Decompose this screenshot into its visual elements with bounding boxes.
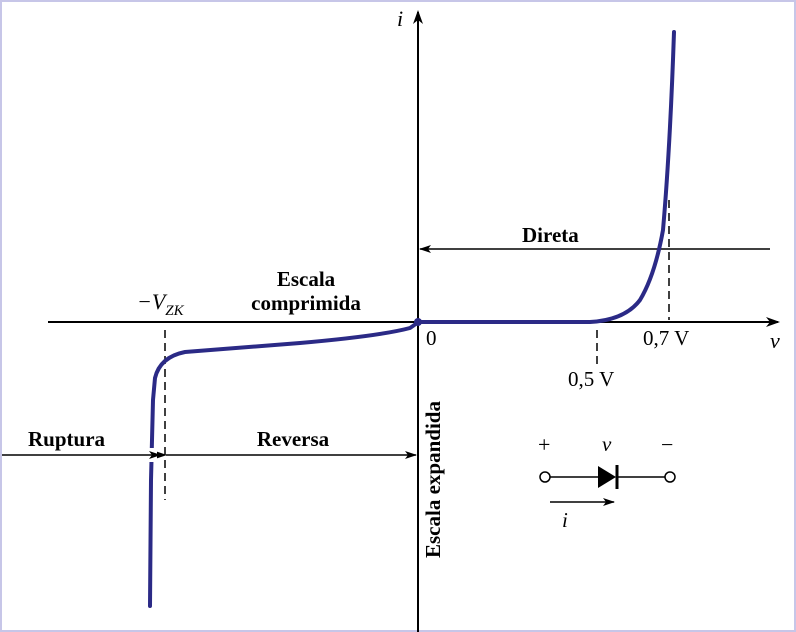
escala-comprimida-line1: Escala [277,267,336,291]
origin-dot [414,318,422,326]
diode-triangle [598,466,616,488]
direta-label: Direta [522,223,579,247]
diode-symbol [539,465,676,506]
origin-label: 0 [426,326,437,350]
escala-comprimida-line2: comprimida [251,291,361,315]
diode-voltage-label: v [602,432,612,456]
reversa-label: Reversa [257,427,330,451]
diode-terminal-right [664,471,676,483]
tick-vzk-label: −VZK [137,289,185,319]
ruptura-label: Ruptura [28,427,106,451]
escala-expandida-label: Escala expandida [421,401,445,558]
tick-0-5v-label: 0,5 V [568,367,614,391]
diode-plus: + [538,432,550,457]
iv-curve [148,30,676,608]
diode-terminal-left [539,471,551,483]
diode-current-label: i [562,508,568,532]
i-axis-label: i [397,6,403,31]
tick-0-7v-label: 0,7 V [643,326,689,350]
diode-minus: − [661,432,673,457]
v-axis-label: v [770,328,780,353]
